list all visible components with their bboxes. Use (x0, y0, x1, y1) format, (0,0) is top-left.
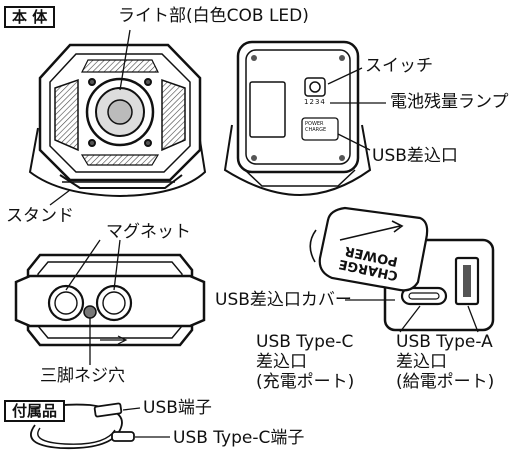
port-charge-label: POWER CHARGE (305, 121, 327, 133)
front-view (28, 43, 207, 198)
usb-c-plug (111, 431, 135, 442)
tripod-screw-label: 三脚ネジ穴 (40, 366, 125, 386)
accessories-heading: 付属品 (4, 400, 66, 422)
type-a-port (454, 256, 480, 306)
stand-label: スタンド (6, 206, 74, 226)
usb-port-view (309, 206, 495, 332)
bottom-view (14, 253, 206, 347)
back-view (223, 40, 372, 197)
back-housing (236, 40, 360, 174)
magnet-label: マグネット (106, 222, 191, 242)
switch-label: スイッチ (365, 56, 433, 76)
usb-type-c-terminal-label: USB Type-C端子 (173, 428, 305, 448)
main-body-heading: 本 体 (4, 6, 56, 28)
usb-port-label: USB差込口 (372, 146, 458, 166)
usb-type-a-label: USB Type-A 差込口 (給電ポート) (396, 332, 495, 392)
battery-lamp-label: 電池残量ランプ (390, 92, 509, 112)
tripod-hole (83, 305, 97, 319)
usb-cover (318, 206, 429, 292)
usb-type-c-label: USB Type-C 差込口 (充電ポート) (256, 332, 355, 392)
type-c-port (400, 286, 448, 306)
battery-digits: 1234 (304, 98, 326, 106)
usb-terminal-label: USB端子 (143, 398, 212, 418)
usb-cover-label: USB差込口カバー (215, 290, 352, 310)
usb-a-plug (93, 402, 123, 418)
magnet-left (47, 284, 85, 322)
light-part-label: ライト部(白色COB LED) (118, 6, 309, 26)
back-switch (304, 77, 326, 97)
